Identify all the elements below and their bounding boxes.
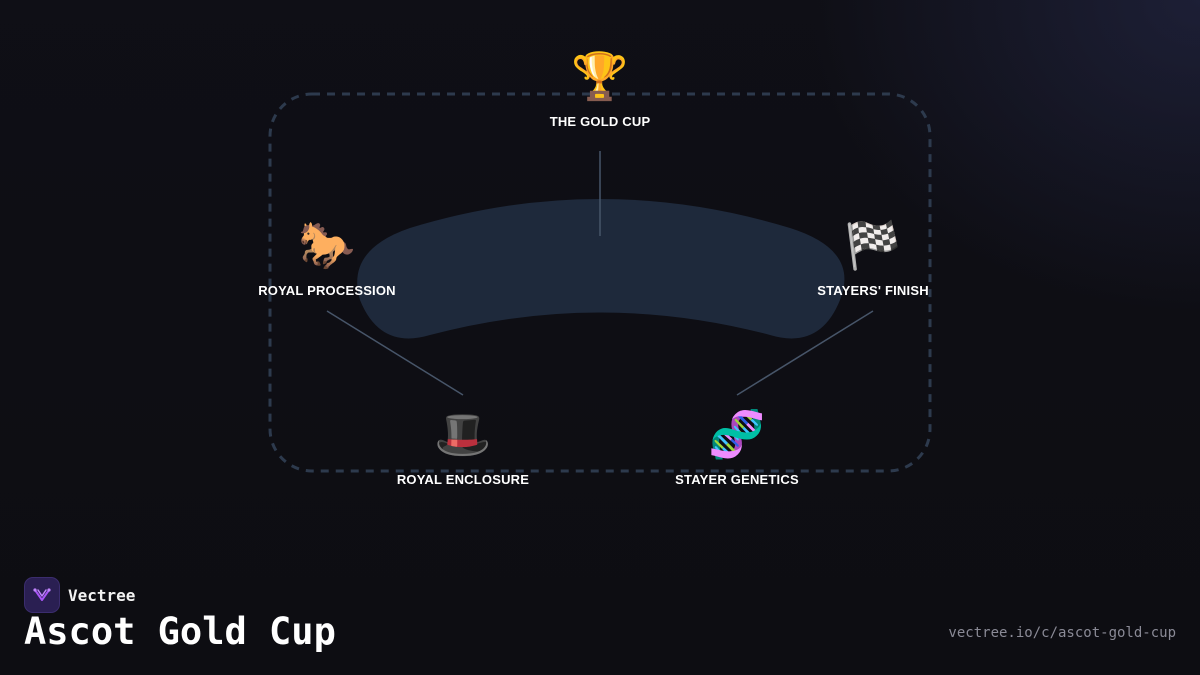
node-label-gold-cup: THE GOLD CUP xyxy=(549,114,651,129)
node-label-royal-enclosure: ROYAL ENCLOSURE xyxy=(396,472,530,487)
horse-icon: 🐎 xyxy=(298,218,356,272)
node-royal-procession: 🐎 ROYAL PROCESSION xyxy=(227,217,427,298)
node-label-stayers-finish: STAYERS' FINISH xyxy=(817,283,929,298)
trophy-icon: 🏆 xyxy=(571,49,629,103)
connector-stayers-finish xyxy=(736,310,874,396)
node-gold-cup: 🏆 THE GOLD CUP xyxy=(500,48,700,129)
center-arc-shape xyxy=(357,199,845,339)
checkered-flag-icon: 🏁 xyxy=(844,218,902,272)
node-label-royal-procession: ROYAL PROCESSION xyxy=(258,283,396,298)
top-hat-icon: 🎩 xyxy=(434,407,492,461)
node-label-stayer-genetics: STAYER GENETICS xyxy=(675,472,799,487)
node-stayer-genetics: 🧬 STAYER GENETICS xyxy=(637,406,837,487)
page-url-link[interactable]: vectree.io/c/ascot-gold-cup xyxy=(948,625,1176,641)
page-title: Ascot Gold Cup xyxy=(24,610,336,653)
vectree-logo-icon xyxy=(24,577,60,613)
node-stayers-finish: 🏁 STAYERS' FINISH xyxy=(773,217,973,298)
connector-royal-procession xyxy=(326,310,464,396)
brand[interactable]: Vectree xyxy=(24,577,135,613)
node-royal-enclosure: 🎩 ROYAL ENCLOSURE xyxy=(363,406,563,487)
brand-name: Vectree xyxy=(68,585,136,605)
dashed-frame xyxy=(268,92,932,473)
dna-icon: 🧬 xyxy=(708,407,766,461)
